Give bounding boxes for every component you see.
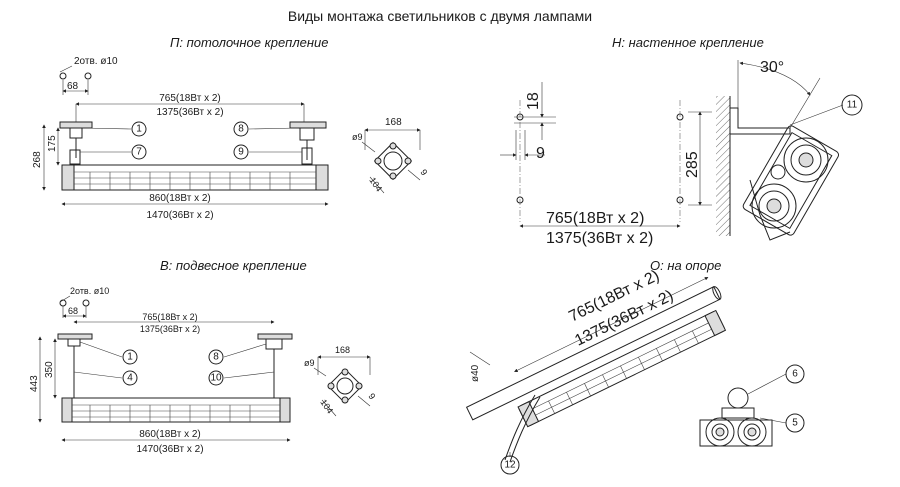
wall-dim-bottom: 9 [536,145,545,162]
pendant-luminaire-body [61,397,291,423]
callout-pole-5-label: 5 [792,418,798,429]
ceiling-detail-width: 168 [385,117,402,128]
pendant-span-18w: 765(18Вт х 2) [142,312,197,322]
callout-pendant-1-label: 1 [127,352,133,363]
callout-pendant-8 [208,349,224,365]
wall-angle: 30° [760,59,784,76]
callout-pole-6-label: 6 [792,369,798,380]
ceiling-detail-offset: 9 [418,167,429,177]
callout-ceiling-9 [233,144,249,160]
ceiling-mount-plate-left [59,121,93,129]
callout-ceiling-7 [131,144,147,160]
callout-wall-11 [841,94,863,116]
pendant-length-36w: 1470(36Вт х 2) [136,444,203,455]
wall-height: 285 [684,151,701,178]
sheet-title: Виды монтажа светильников с двумя лампам… [288,8,592,24]
pendant-detail-width: 168 [335,345,350,355]
section-pendant-label: В: подвесное крепление [160,258,307,273]
callout-ceiling-1-label: 1 [136,124,142,135]
callout-pendant-4 [122,370,138,386]
ceiling-length-18w: 860(18Вт х 2) [149,193,211,204]
pendant-detail-hole: ø9 [304,358,315,368]
callout-pole-12-label: 12 [504,460,516,471]
wall-span-18w: 765(18Вт х 2) [546,210,644,227]
pendant-hole-spacing-dim: 68 [68,306,78,316]
ceiling-plan-detail: 168 ø9 104 9 [352,117,429,193]
callout-pendant-10 [208,370,224,386]
ceiling-detail-hole: ø9 [352,132,363,142]
callout-ceiling-8 [233,121,249,137]
section-pole-label: О: на опоре [650,258,721,273]
callout-wall-11-label: 11 [847,100,858,111]
wall-bracket [730,107,791,135]
callout-ceiling-8-label: 8 [238,124,244,135]
ceiling-mount-plate-right [289,121,327,129]
callout-pole-12 [500,455,520,475]
pendant-height-total: 443 [29,375,40,392]
section-pole: О: на опоре 765(18Вт х 2) 1375(36Вт х 2) [465,258,805,475]
ceiling-hole-spacing-dim: 68 [67,81,79,92]
ceiling-length-36w: 1470(36Вт х 2) [146,210,213,221]
section-pendant: В: подвесное крепление 2отв. ø10 68 765(… [29,258,377,455]
ceiling-height-total: 268 [32,151,43,168]
ceiling-span-36w: 1375(36Вт х 2) [156,107,223,118]
ceiling-span-18w: 765(18Вт х 2) [159,93,221,104]
callout-pendant-1 [122,349,138,365]
callout-ceiling-1 [131,121,147,137]
section-ceiling-label: П: потолочное крепление [170,35,329,50]
pendant-holes-dim: 2отв. ø10 [70,286,109,296]
wall-luminaire [742,125,840,236]
pole-diameter: ø40 [470,364,481,382]
pendant-mount-plate-right [257,333,293,340]
pendant-detail-depth: 104 [318,397,335,415]
pole-cable [504,394,536,461]
section-ceiling: П: потолочное крепление 2отв. ø10 68 765… [32,35,429,221]
callout-pole-6 [785,364,805,384]
callout-pendant-10-label: 10 [210,373,222,384]
ceiling-holes-dim: 2отв. ø10 [74,56,118,67]
ceiling-luminaire-body [61,164,329,191]
pendant-length-18w: 860(18Вт х 2) [139,429,201,440]
section-wall-label: Н: настенное крепление [612,35,764,50]
pendant-plan-detail: 168 ø9 104 9 [304,345,377,417]
pole-end-view [699,387,773,447]
pendant-mount-plate-left [57,333,93,340]
wall-span-36w: 1375(36Вт х 2) [546,230,653,247]
pendant-detail-offset: 9 [366,391,377,401]
callout-ceiling-9-label: 9 [238,147,244,158]
wall-surface [716,96,730,236]
pendant-span-36w: 1375(36Вт х 2) [140,324,200,334]
pendant-height-rod: 350 [44,361,55,378]
ceiling-height-body: 175 [47,135,58,152]
callout-pole-5 [785,413,805,433]
callout-pendant-8-label: 8 [213,352,219,363]
section-wall: Н: настенное крепление 18 9 765(18Вт х 2… [500,35,863,247]
callout-pendant-4-label: 4 [127,373,133,384]
callout-ceiling-7-label: 7 [136,147,142,158]
wall-dim-top: 18 [525,92,542,110]
